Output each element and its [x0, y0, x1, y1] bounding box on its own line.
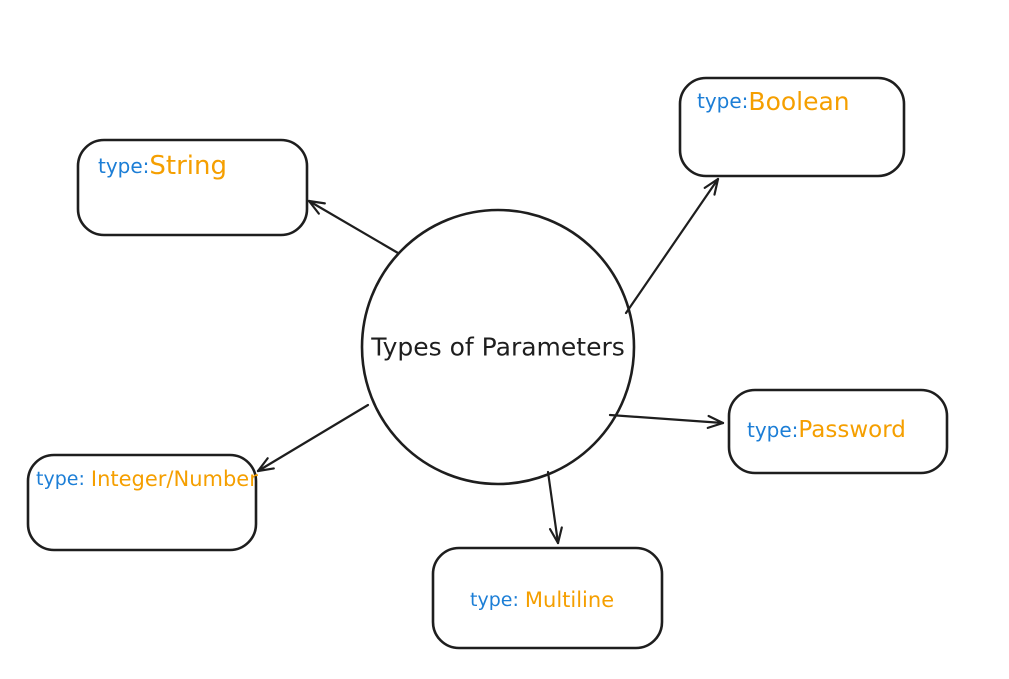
node-multiline[interactable]: type: Multiline [431, 546, 664, 650]
node-password-box[interactable] [727, 388, 949, 475]
node-multiline-type-prefix: type: [470, 589, 525, 611]
node-integer-number-label: type: Integer/Number [36, 467, 258, 491]
node-boolean[interactable]: type:Boolean [678, 76, 906, 178]
node-string-type-value: String [149, 151, 227, 181]
node-integer-number-box[interactable] [26, 453, 258, 552]
arrow-to-integer-number[interactable] [256, 403, 370, 473]
node-integer-number-type-value: Integer/Number [91, 467, 258, 491]
arrowhead-barb [307, 199, 320, 215]
node-boolean-box[interactable] [678, 76, 906, 178]
node-string[interactable]: type:String [76, 138, 309, 237]
node-password[interactable]: type:Password [727, 388, 949, 475]
node-multiline-box[interactable] [431, 546, 664, 650]
node-boolean-type-value: Boolean [748, 87, 849, 116]
node-integer-number-type-prefix: type: [36, 468, 91, 490]
arrowhead-barb [713, 177, 720, 196]
node-password-type-prefix: type: [747, 418, 798, 442]
node-multiline-type-value: Multiline [525, 588, 614, 612]
node-password-label: type:Password [747, 417, 906, 443]
arrowhead-barb [256, 457, 269, 473]
node-password-type-value: Password [798, 417, 905, 443]
arrowhead-barb [307, 199, 326, 205]
node-string-label: type:String [98, 151, 227, 181]
arrow-shaft [624, 177, 720, 315]
arrow-to-password[interactable] [608, 413, 725, 429]
node-string-type-prefix: type: [98, 154, 149, 178]
arrow-shaft [307, 199, 400, 255]
arrowhead-barb [556, 526, 563, 545]
arrowhead-barb [706, 421, 725, 429]
node-multiline-label: type: Multiline [470, 588, 614, 612]
arrow-to-boolean[interactable] [624, 177, 720, 315]
node-integer-number[interactable]: type: Integer/Number [26, 453, 258, 552]
arrowhead-barb [703, 177, 720, 189]
arrowhead-barb [548, 528, 560, 545]
node-boolean-type-prefix: type: [697, 89, 748, 113]
arrow-shaft [608, 413, 725, 425]
arrow-shaft [256, 403, 370, 473]
node-boolean-label: type:Boolean [697, 87, 850, 116]
center-node-circle[interactable] [360, 208, 636, 486]
center-node[interactable]: Types of Parameters [360, 208, 636, 486]
arrowhead-barb [707, 414, 725, 425]
node-string-box[interactable] [76, 138, 309, 237]
arrow-to-string[interactable] [307, 199, 400, 255]
arrowhead-barb [256, 467, 275, 473]
arrow-to-multiline[interactable] [546, 470, 563, 545]
center-node-label: Types of Parameters [370, 333, 625, 362]
arrow-shaft [546, 470, 560, 545]
